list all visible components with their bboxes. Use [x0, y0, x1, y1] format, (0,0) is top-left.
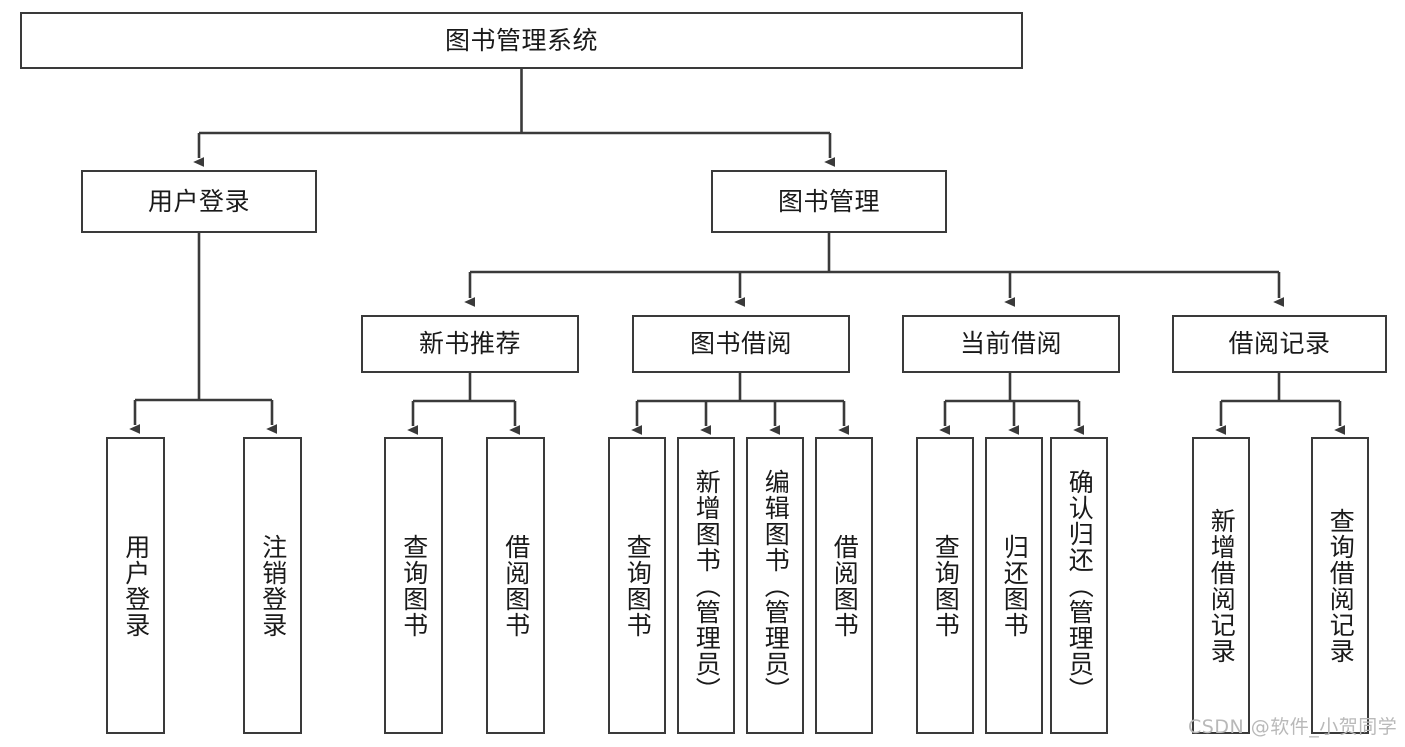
leaf-add-book-admin[interactable]: 新增图书（管理员）	[677, 437, 735, 734]
node-label: 确认归还（管理员）	[1065, 468, 1095, 703]
node-label: 查询借阅记录	[1326, 507, 1356, 664]
node-label: 注销登录	[258, 533, 288, 638]
leaf-query-book-current[interactable]: 查询图书	[916, 437, 974, 734]
node-book-borrow[interactable]: 图书借阅	[632, 315, 850, 373]
node-label: 当前借阅	[959, 329, 1062, 359]
leaf-logout[interactable]: 注销登录	[243, 437, 302, 734]
node-label: 归还图书	[1000, 533, 1030, 638]
leaf-confirm-return-admin[interactable]: 确认归还（管理员）	[1050, 437, 1108, 734]
leaf-edit-book-admin[interactable]: 编辑图书（管理员）	[746, 437, 804, 734]
node-label: 图书管理系统	[444, 25, 598, 55]
node-label: 借阅图书	[501, 533, 531, 638]
leaf-borrow-book-recommend[interactable]: 借阅图书	[486, 437, 545, 734]
leaf-add-borrow-record[interactable]: 新增借阅记录	[1192, 437, 1250, 734]
node-new-book-recommend[interactable]: 新书推荐	[361, 315, 579, 373]
leaf-query-book-recommend[interactable]: 查询图书	[384, 437, 443, 734]
node-label: 新书推荐	[418, 329, 521, 359]
leaf-return-book[interactable]: 归还图书	[985, 437, 1043, 734]
node-label: 借阅记录	[1228, 329, 1331, 359]
node-label: 用户登录	[147, 186, 250, 216]
node-borrow-record[interactable]: 借阅记录	[1172, 315, 1387, 373]
node-book-management[interactable]: 图书管理	[711, 170, 947, 233]
node-label: 查询图书	[623, 533, 653, 638]
leaf-query-book-borrow[interactable]: 查询图书	[608, 437, 666, 734]
node-label: 新增图书（管理员）	[692, 468, 722, 703]
leaf-query-borrow-record[interactable]: 查询借阅记录	[1311, 437, 1369, 734]
node-label: 新增借阅记录	[1207, 507, 1237, 664]
node-current-borrow[interactable]: 当前借阅	[902, 315, 1120, 373]
node-label: 编辑图书（管理员）	[761, 468, 791, 703]
node-label: 用户登录	[121, 533, 151, 638]
node-label: 查询图书	[931, 533, 961, 638]
node-label: 图书管理	[777, 186, 880, 216]
node-label: 图书借阅	[689, 329, 792, 359]
csdn-watermark: CSDN @软件_小贺同学	[1188, 716, 1398, 738]
leaf-borrow-book[interactable]: 借阅图书	[815, 437, 873, 734]
node-root-system[interactable]: 图书管理系统	[20, 12, 1023, 69]
node-user-login[interactable]: 用户登录	[81, 170, 317, 233]
node-label: 借阅图书	[830, 533, 860, 638]
node-label: 查询图书	[399, 533, 429, 638]
leaf-user-login[interactable]: 用户登录	[106, 437, 165, 734]
